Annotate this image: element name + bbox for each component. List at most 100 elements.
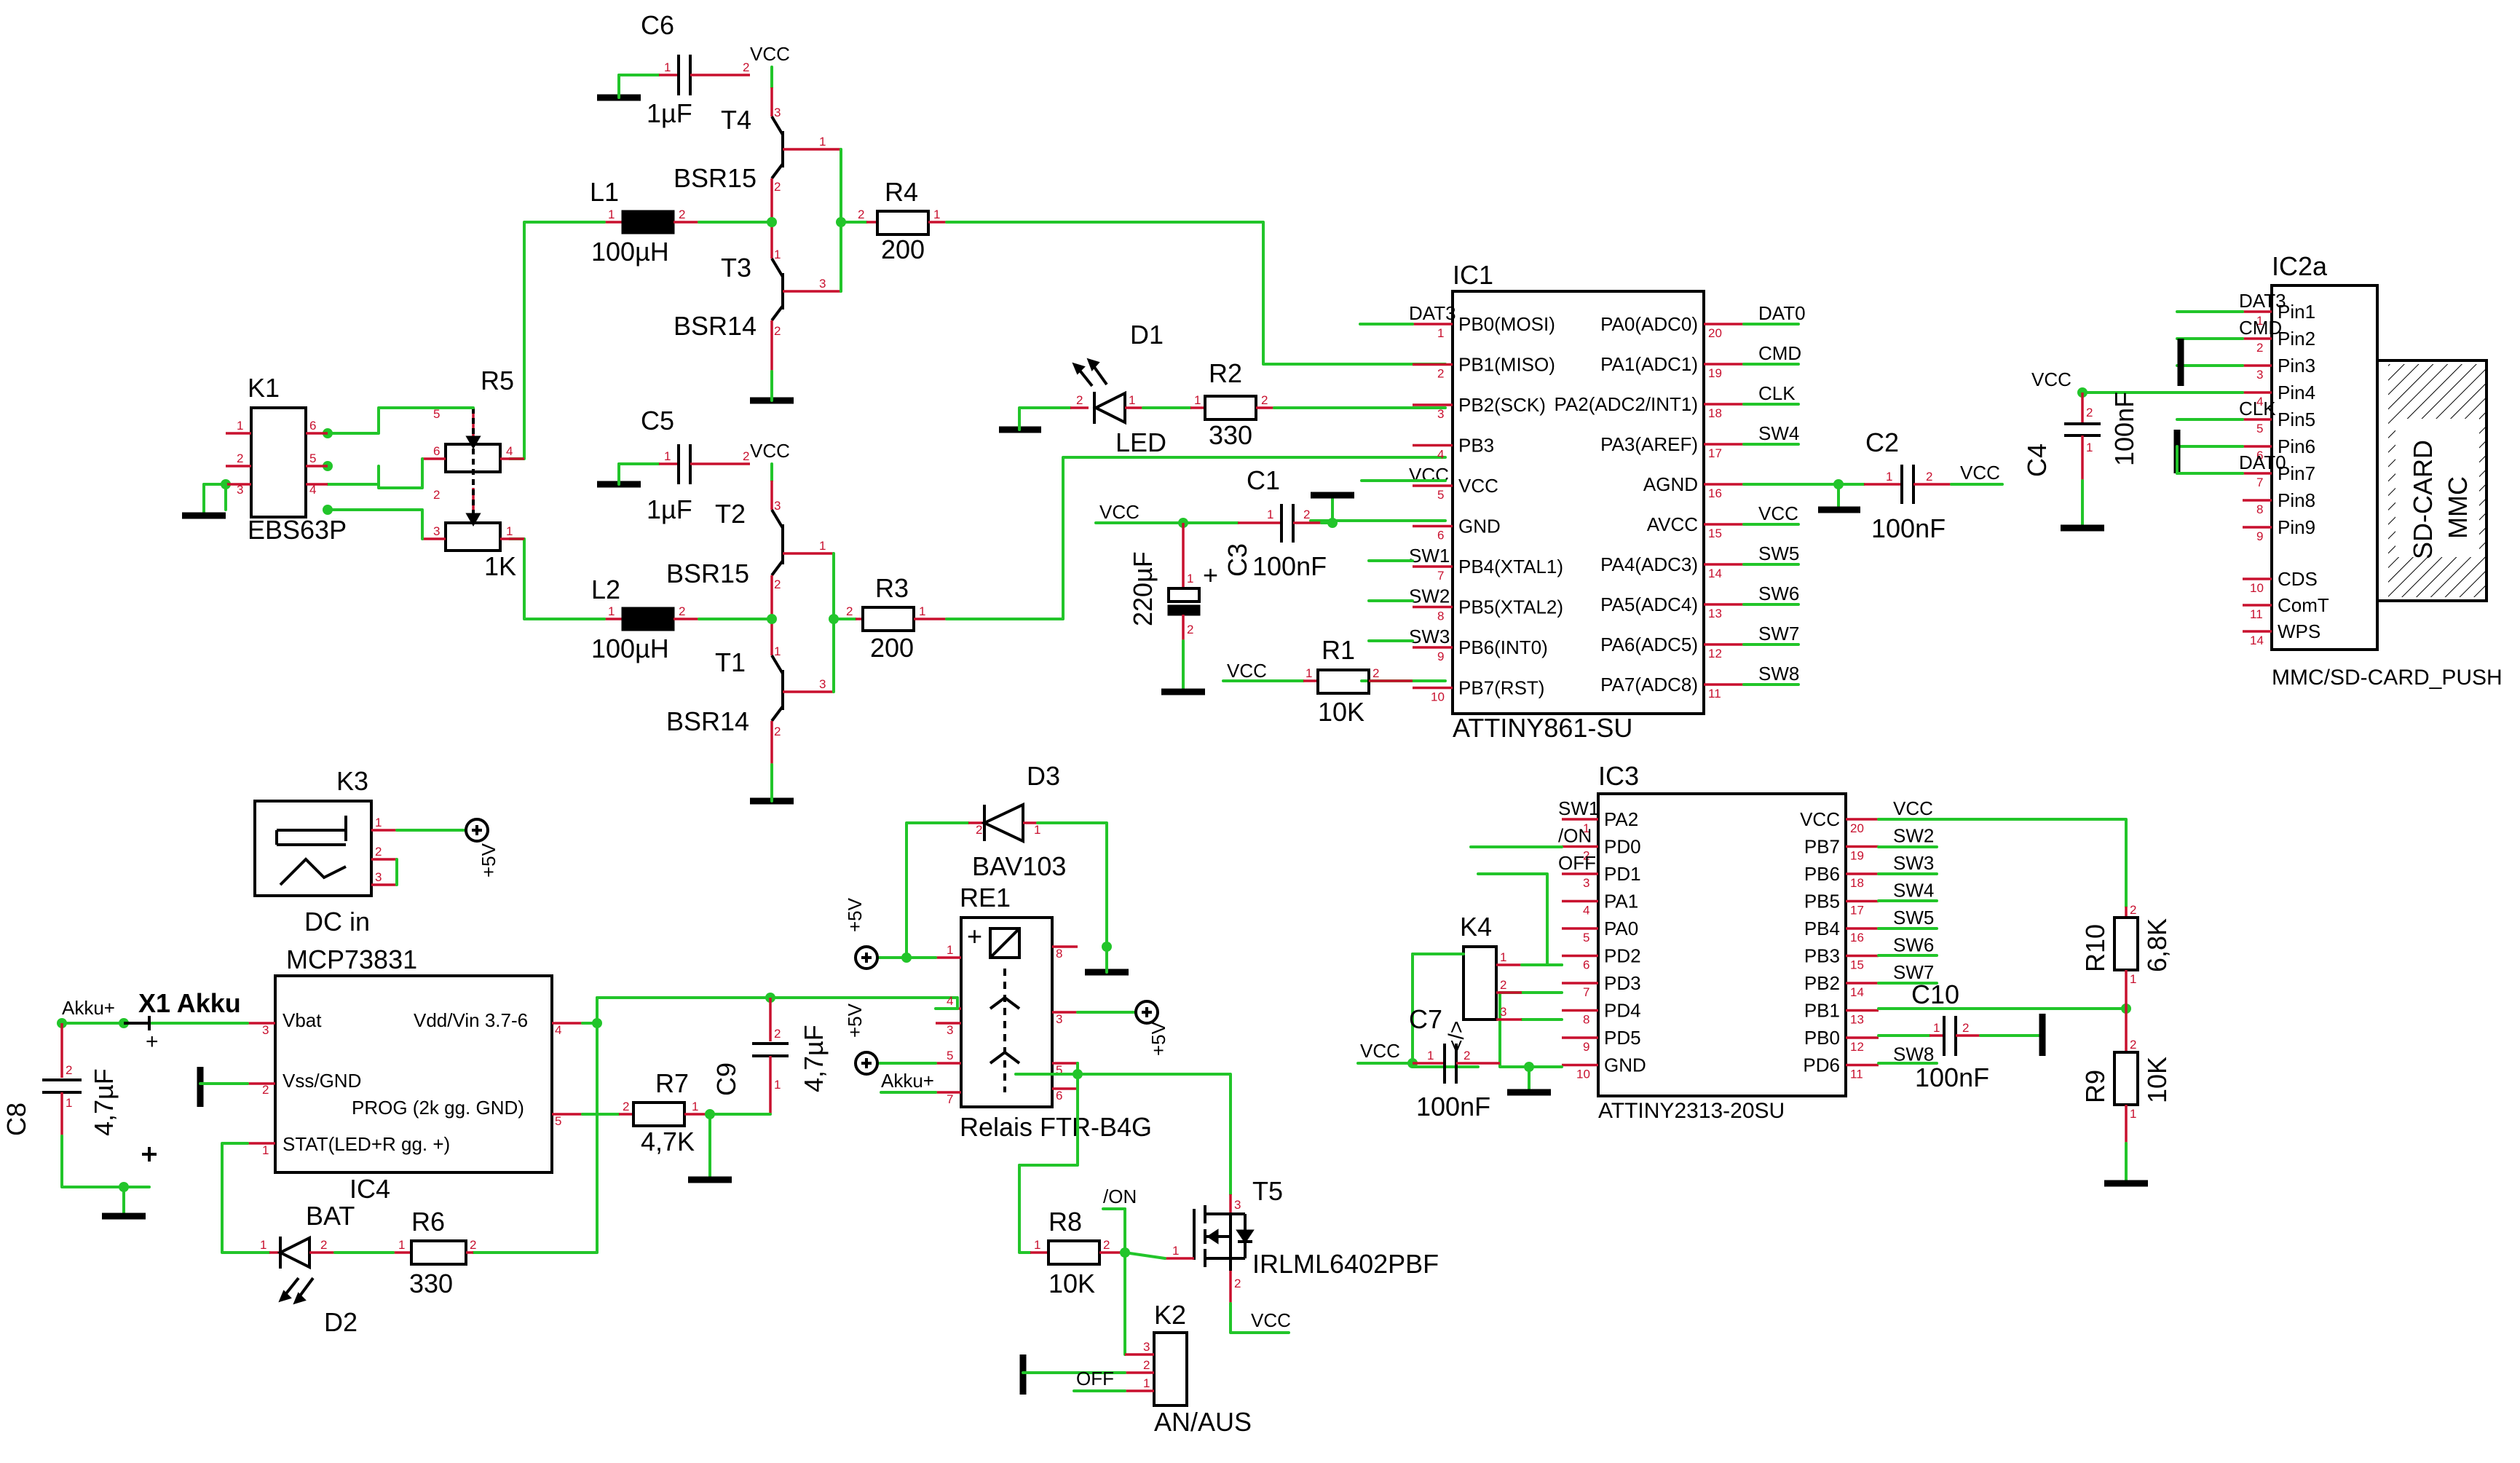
svg-text:2: 2 — [237, 451, 243, 465]
svg-text:7: 7 — [1437, 569, 1444, 583]
capacitor-c4: VCC 21 C4 100nF — [2022, 368, 2139, 532]
ic4-pin-vss: Vss/GND — [283, 1070, 361, 1092]
r2-value: 330 — [1209, 420, 1252, 450]
svg-text:14: 14 — [1708, 567, 1722, 580]
ic1-pin-name: PA4(ADC3) — [1600, 553, 1698, 575]
svg-text:1: 1 — [819, 135, 826, 149]
ic3-value: ATTINY2313-20SU — [1598, 1099, 1785, 1123]
ic4-pin-stat: STAT(LED+R gg. +) — [283, 1133, 450, 1155]
svg-text:2: 2 — [858, 208, 864, 221]
r2-ref: R2 — [1209, 358, 1242, 388]
ic1-value: ATTINY861-SU — [1453, 713, 1632, 743]
capacitor-c3: + 12 C3 220µF — [1128, 523, 1252, 695]
c7-ref: C7 — [1409, 1004, 1442, 1034]
svg-text:2: 2 — [976, 823, 982, 837]
ic1-net-label: SW2 — [1409, 585, 1450, 607]
ic3-pin-name: PD5 — [1604, 1027, 1641, 1049]
ic2a-net-label: CLK — [2239, 398, 2276, 419]
svg-text:1: 1 — [608, 208, 615, 221]
svg-text:1: 1 — [1933, 1021, 1940, 1035]
ic3-net-label: /ON — [1558, 825, 1592, 847]
t3-value: BSR14 — [674, 311, 757, 341]
t5-vcc-label: VCC — [1251, 1309, 1291, 1331]
svg-text:3: 3 — [1437, 407, 1444, 421]
svg-text:2: 2 — [375, 845, 382, 859]
r9-ref: R9 — [2080, 1070, 2110, 1103]
relay-akku-label: Akku+ — [881, 1070, 934, 1092]
svg-text:1: 1 — [774, 644, 781, 658]
svg-text:18: 18 — [1708, 406, 1722, 420]
re1-ref: RE1 — [960, 883, 1011, 912]
r6-value: 330 — [409, 1269, 453, 1298]
svg-text:3: 3 — [2256, 368, 2263, 382]
c8-ref: C8 — [1, 1103, 31, 1136]
d1-ref: D1 — [1130, 320, 1164, 350]
l1-value: 100µH — [591, 237, 669, 267]
svg-text:4: 4 — [506, 444, 513, 458]
k4-ref: K4 — [1460, 912, 1492, 942]
c10-value: 100nF — [1915, 1062, 1989, 1092]
svg-text:3: 3 — [1056, 1012, 1062, 1026]
svg-text:14: 14 — [2250, 634, 2264, 647]
svg-text:2: 2 — [1962, 1021, 1969, 1035]
svg-text:1: 1 — [1583, 821, 1589, 835]
t1-ref: T1 — [715, 647, 746, 677]
ic1-pin-name: PA0(ADC0) — [1600, 313, 1698, 335]
svg-text:7: 7 — [1583, 985, 1589, 999]
c2-value: 100nF — [1871, 513, 1946, 543]
l1-ref: L1 — [590, 177, 619, 207]
ic2a-pin-name: ComT — [2278, 594, 2329, 616]
svg-text:1: 1 — [664, 60, 671, 74]
r9-value: 10K — [2142, 1057, 2172, 1103]
svg-text:1: 1 — [2130, 972, 2136, 986]
svg-text:13: 13 — [1850, 1013, 1864, 1027]
k1-ref: K1 — [248, 373, 280, 403]
r6-ref: R6 — [411, 1207, 445, 1237]
svg-text:1: 1 — [375, 816, 382, 829]
ic2a-pin-name: Pin6 — [2278, 435, 2315, 457]
svg-text:2: 2 — [1372, 666, 1379, 680]
svg-text:2: 2 — [2130, 1038, 2136, 1052]
ic3-pin-name: PD3 — [1604, 972, 1641, 994]
c2-vcc-label: VCC — [1960, 462, 2000, 484]
ic1-pin-name: PA5(ADC4) — [1600, 594, 1698, 615]
ic3-pin-name: PA1 — [1604, 891, 1638, 912]
ic3-net-label: SW6 — [1893, 934, 1934, 956]
ic3-pin-name: PB7 — [1804, 836, 1840, 858]
t5-ref: T5 — [1252, 1176, 1283, 1206]
svg-text:3: 3 — [1234, 1198, 1241, 1212]
ic1-pin-name: PA3(AREF) — [1600, 433, 1698, 455]
svg-text:2: 2 — [1143, 1358, 1150, 1372]
svg-text:1: 1 — [2256, 314, 2263, 328]
t1-value: BSR14 — [666, 706, 749, 736]
svg-text:1: 1 — [260, 1238, 266, 1252]
svg-text:2: 2 — [679, 208, 685, 221]
t2-vcc-label: VCC — [750, 440, 790, 462]
r4-ref: R4 — [885, 177, 918, 207]
r8-value: 10K — [1048, 1269, 1095, 1298]
svg-text:1: 1 — [819, 539, 826, 553]
c7-value: 100nF — [1416, 1092, 1490, 1121]
svg-text:1: 1 — [2130, 1107, 2136, 1121]
r8-on-label: /ON — [1103, 1186, 1137, 1207]
svg-text:1: 1 — [1306, 666, 1312, 680]
ic3-net-label: SW8 — [1893, 1044, 1934, 1065]
transistor-t2: VCC 321 T2 BSR15 — [666, 440, 834, 619]
